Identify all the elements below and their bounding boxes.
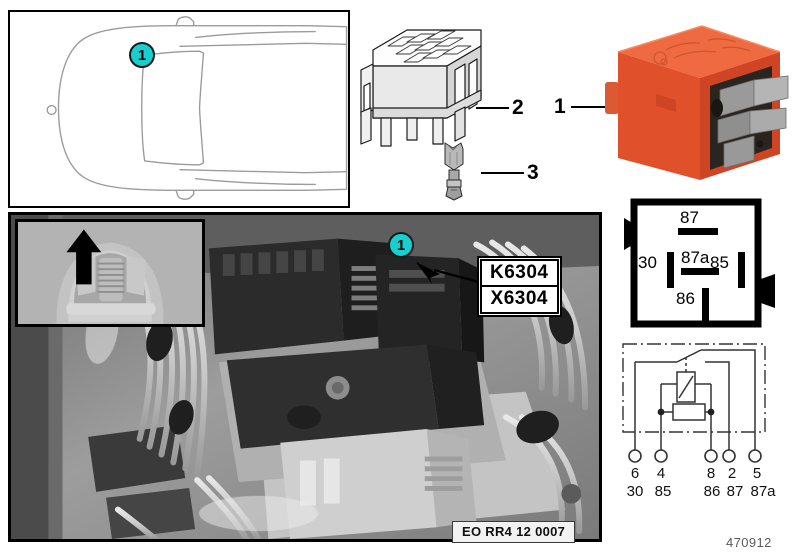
callout-badge-1-car[interactable]: 1: [129, 42, 155, 68]
identifier-x6304: X6304: [480, 287, 559, 314]
svg-text:87: 87: [727, 483, 744, 500]
relay-module-panel: [604, 20, 794, 195]
leader-line-2: [476, 107, 509, 109]
part-label-1: 1: [554, 95, 566, 118]
pointer-arrow-icon: [416, 262, 487, 286]
engine-bay-photo: [8, 212, 602, 542]
relay-pin-layout-diagram: 87 30 87a 85 86: [623, 196, 788, 336]
svg-text:85: 85: [710, 253, 729, 272]
svg-text:87: 87: [680, 208, 699, 227]
engine-bay-photo-content: [11, 215, 599, 539]
part-label-3: 3: [527, 161, 539, 184]
svg-text:85: 85: [655, 483, 672, 500]
svg-text:2: 2: [728, 465, 736, 482]
car-location-panel: [8, 10, 350, 208]
svg-text:87a: 87a: [681, 248, 710, 267]
component-identifier-labels: K6304 X6304: [477, 256, 562, 317]
svg-text:86: 86: [676, 289, 695, 308]
circuit-schematic-icon: 6 4 8 2 5 30 85 86 87 87a: [622, 343, 776, 500]
svg-text:86: 86: [704, 483, 721, 500]
callout-badge-1-photo[interactable]: 1: [388, 232, 414, 258]
connector-parts-panel: [355, 8, 555, 208]
svg-text:30: 30: [638, 253, 657, 272]
engine-bay-overview-inset: [15, 219, 205, 327]
relay-circuit-schematic: 6 4 8 2 5 30 85 86 87 87a: [615, 340, 795, 500]
car-top-view-icon: [46, 16, 348, 200]
document-number: 470912: [726, 535, 772, 550]
leader-line-1: [571, 106, 606, 108]
orange-relay-icon: [605, 25, 789, 180]
photo-caption: EO RR4 12 0007: [452, 521, 576, 543]
part-label-2: 2: [512, 96, 524, 119]
svg-text:6: 6: [631, 465, 639, 482]
svg-text:30: 30: [627, 483, 644, 500]
svg-text:87a: 87a: [750, 483, 776, 500]
crimp-terminal-pin-icon: [444, 142, 464, 201]
svg-text:4: 4: [657, 465, 665, 482]
relay-socket-connector-icon: [360, 29, 482, 147]
engine-bay-overview-icon: [18, 222, 202, 324]
identifier-k6304: K6304: [480, 259, 559, 288]
svg-text:5: 5: [753, 465, 761, 482]
pin-layout-icon: 87 30 87a 85 86: [624, 198, 775, 328]
leader-line-3: [481, 172, 524, 174]
svg-text:8: 8: [707, 465, 715, 482]
